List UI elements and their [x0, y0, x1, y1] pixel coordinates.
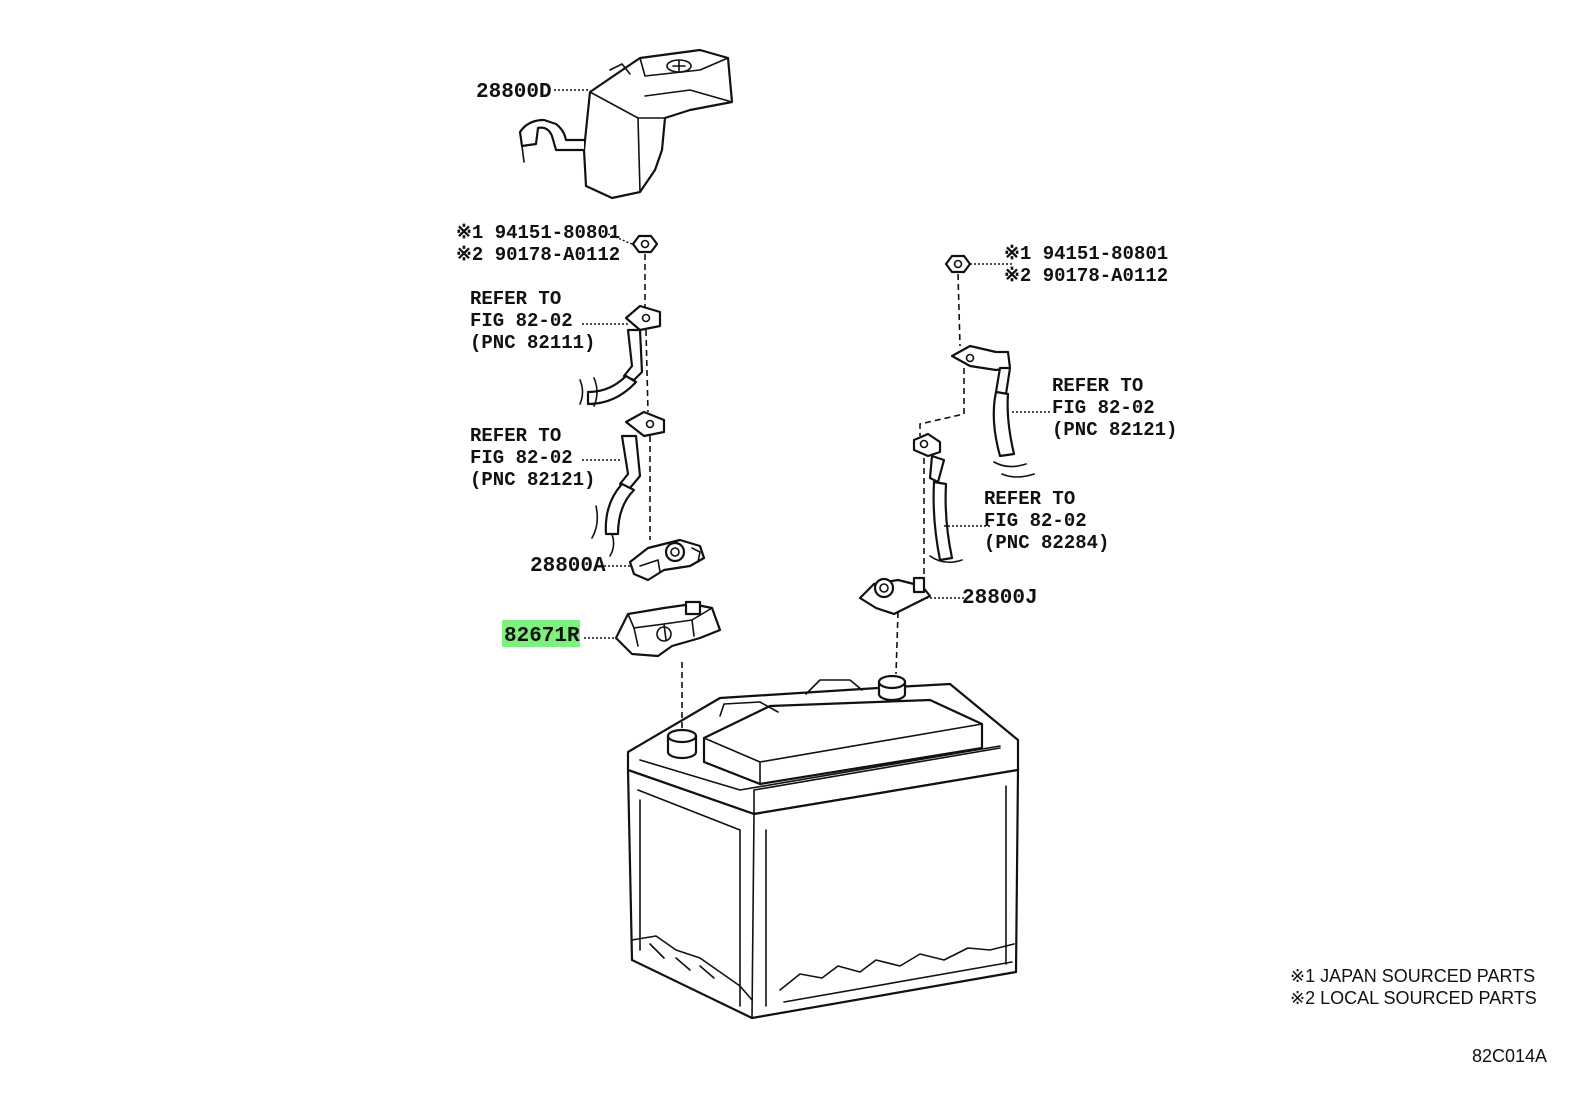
- part-number-82671R[interactable]: 82671R: [504, 625, 580, 648]
- ref-82121-left-line1: REFER TO: [470, 425, 561, 447]
- right-nut-part-1[interactable]: ※1 94151-80801: [1004, 243, 1168, 265]
- left-nut-drawing: [631, 234, 659, 254]
- ref-82121-left-line2[interactable]: FIG 82-02: [470, 447, 573, 469]
- battery-terminal-bracket-drawing: [614, 600, 722, 658]
- ref-82284-line1: REFER TO: [984, 488, 1075, 510]
- ref-82121-left-line3: (PNC 82121): [470, 469, 595, 491]
- part-number-28800D[interactable]: 28800D: [476, 81, 552, 104]
- ref-82284-line3: (PNC 82284): [984, 532, 1109, 554]
- part-highlight: [502, 620, 580, 647]
- ref-82121-right-line1: REFER TO: [1052, 375, 1143, 397]
- terminal-cover-drawing: [518, 48, 734, 200]
- right-upper-cable-drawing: [950, 344, 1035, 478]
- left-lower-cable-drawing: [591, 410, 666, 557]
- part-number-28800A[interactable]: 28800A: [530, 555, 606, 578]
- right-nut-part-2[interactable]: ※2 90178-A0112: [1004, 265, 1168, 287]
- ref-82284-line2[interactable]: FIG 82-02: [984, 510, 1087, 532]
- legend-japan-sourced: ※1 JAPAN SOURCED PARTS: [1290, 966, 1535, 986]
- left-nut-part-2[interactable]: ※2 90178-A0112: [456, 244, 620, 266]
- negative-terminal-drawing: [858, 576, 932, 616]
- ref-82121-right-line2[interactable]: FIG 82-02: [1052, 397, 1155, 419]
- left-upper-cable-drawing: [579, 304, 662, 407]
- battery-drawing: [626, 674, 1020, 1020]
- legend-local-sourced: ※2 LOCAL SOURCED PARTS: [1290, 988, 1537, 1008]
- right-lower-cable-drawing: [912, 432, 963, 564]
- positive-terminal-drawing: [628, 538, 706, 582]
- diagram-code: 82C014A: [1472, 1046, 1547, 1066]
- ref-82121-right-line3: (PNC 82121): [1052, 419, 1177, 441]
- part-number-28800J[interactable]: 28800J: [962, 587, 1038, 610]
- left-nut-part-1[interactable]: ※1 94151-80801: [456, 222, 620, 244]
- leader-lines: [554, 89, 1052, 639]
- assembly-lines: [644, 254, 965, 728]
- ref-82111-line3: (PNC 82111): [470, 332, 595, 354]
- ref-82111-line2[interactable]: FIG 82-02: [470, 310, 573, 332]
- right-nut-drawing: [944, 254, 972, 274]
- ref-82111-line1: REFER TO: [470, 288, 561, 310]
